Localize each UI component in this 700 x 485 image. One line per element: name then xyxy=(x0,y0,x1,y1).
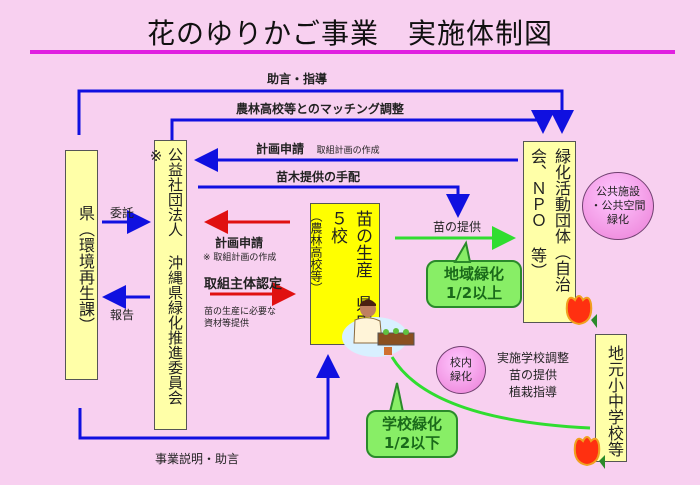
node-greening-group: 緑化活動団体（自治会、ＮＰＯ 等） xyxy=(523,141,576,323)
arrow-school-supply xyxy=(390,356,591,430)
node-prefecture: 県（環境再生課） xyxy=(65,150,98,380)
page-title: 花のゆりかご事業 実施体制図 xyxy=(146,17,553,50)
tulip-icon xyxy=(565,295,597,328)
label-certification: 取組主体認定 xyxy=(204,277,283,292)
label-explanation: 事業説明・助言 xyxy=(155,452,240,466)
farmer-illustration xyxy=(342,299,415,357)
arrow-seedling-arrangement xyxy=(198,185,470,218)
tulip-icon xyxy=(573,436,605,469)
label-plan-application-top: 計画申請 取組計画の作成 xyxy=(256,142,380,156)
label-commission: 委託 xyxy=(110,206,135,220)
label-school-support: 実施学校調整苗の提供植栽指導 xyxy=(497,351,570,399)
label-materials: 苗の生産に必要な資材等提供 xyxy=(204,307,277,330)
label-matching: 農林高校等とのマッチング調整 xyxy=(236,102,404,116)
label-seedling-supply: 苗の提供 xyxy=(433,220,482,234)
title-underline xyxy=(30,50,675,54)
node-foundation: 公益社団法人 沖縄県緑化推進委員会 ※ xyxy=(147,140,187,430)
label-advice-guidance: 助言・指導 xyxy=(267,72,328,86)
circle-campus-greening: 校内緑化 xyxy=(436,346,486,394)
arrow-matching xyxy=(170,110,555,140)
label-seedling-arrangement: 苗木提供の手配 xyxy=(276,170,361,184)
node-schools: 地元小中学校等 xyxy=(595,334,627,462)
label-report: 報告 xyxy=(110,308,135,322)
label-plan-application-mid-sub: ※ 取組計画の作成 xyxy=(203,253,277,263)
arrow-explanation xyxy=(78,354,340,440)
circle-public-greening: 公共施設・公共空間緑化 xyxy=(582,172,654,240)
arrow-advice-guidance xyxy=(77,89,574,135)
label-plan-application-mid: 計画申請 xyxy=(215,236,264,250)
